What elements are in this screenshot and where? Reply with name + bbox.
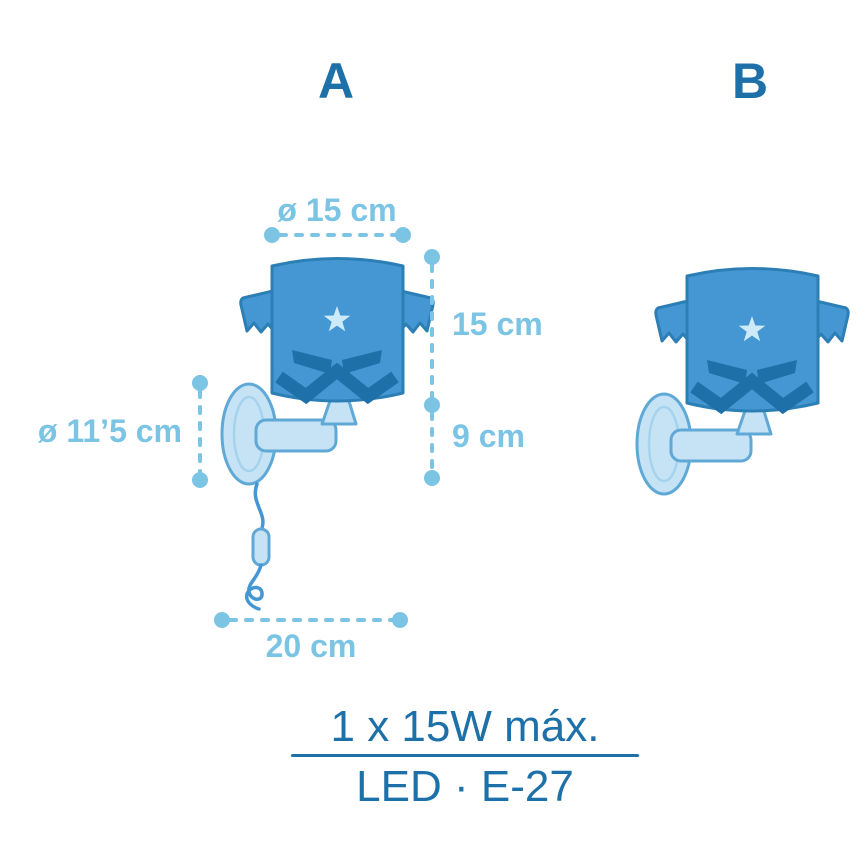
dim-dot — [192, 375, 208, 391]
variant-a-label: A — [317, 53, 355, 109]
dimension-top-width-label: ø 15 cm — [277, 192, 397, 228]
dim-dot — [395, 227, 411, 243]
pull-cord — [244, 482, 271, 611]
dim-dot — [424, 249, 440, 265]
dim-dot — [214, 612, 230, 628]
variant-b-label: B — [731, 53, 769, 109]
lamp-a-illustration — [222, 259, 433, 485]
dim-dot — [392, 612, 408, 628]
spec-socket-text: LED · E-27 — [356, 762, 574, 811]
dimension-bottom-width-label: 20 cm — [265, 628, 357, 664]
cord-lower-loop — [244, 563, 264, 611]
dimension-lines — [192, 227, 440, 628]
spec-divider-line — [291, 754, 639, 757]
cord-switch — [251, 527, 271, 567]
dimension-base-diameter-label: ø 11’5 cm — [37, 413, 182, 449]
dimension-arm-height-label: 9 cm — [452, 418, 525, 454]
lamp-b-illustration — [637, 269, 848, 495]
dim-dot — [264, 227, 280, 243]
dim-dot — [192, 472, 208, 488]
cord-upper — [253, 482, 265, 530]
spec-power-text: 1 x 15W máx. — [330, 702, 600, 751]
dimension-shade-height-label: 15 cm — [452, 306, 543, 342]
dim-dot — [424, 397, 440, 413]
dim-dot — [424, 470, 440, 486]
